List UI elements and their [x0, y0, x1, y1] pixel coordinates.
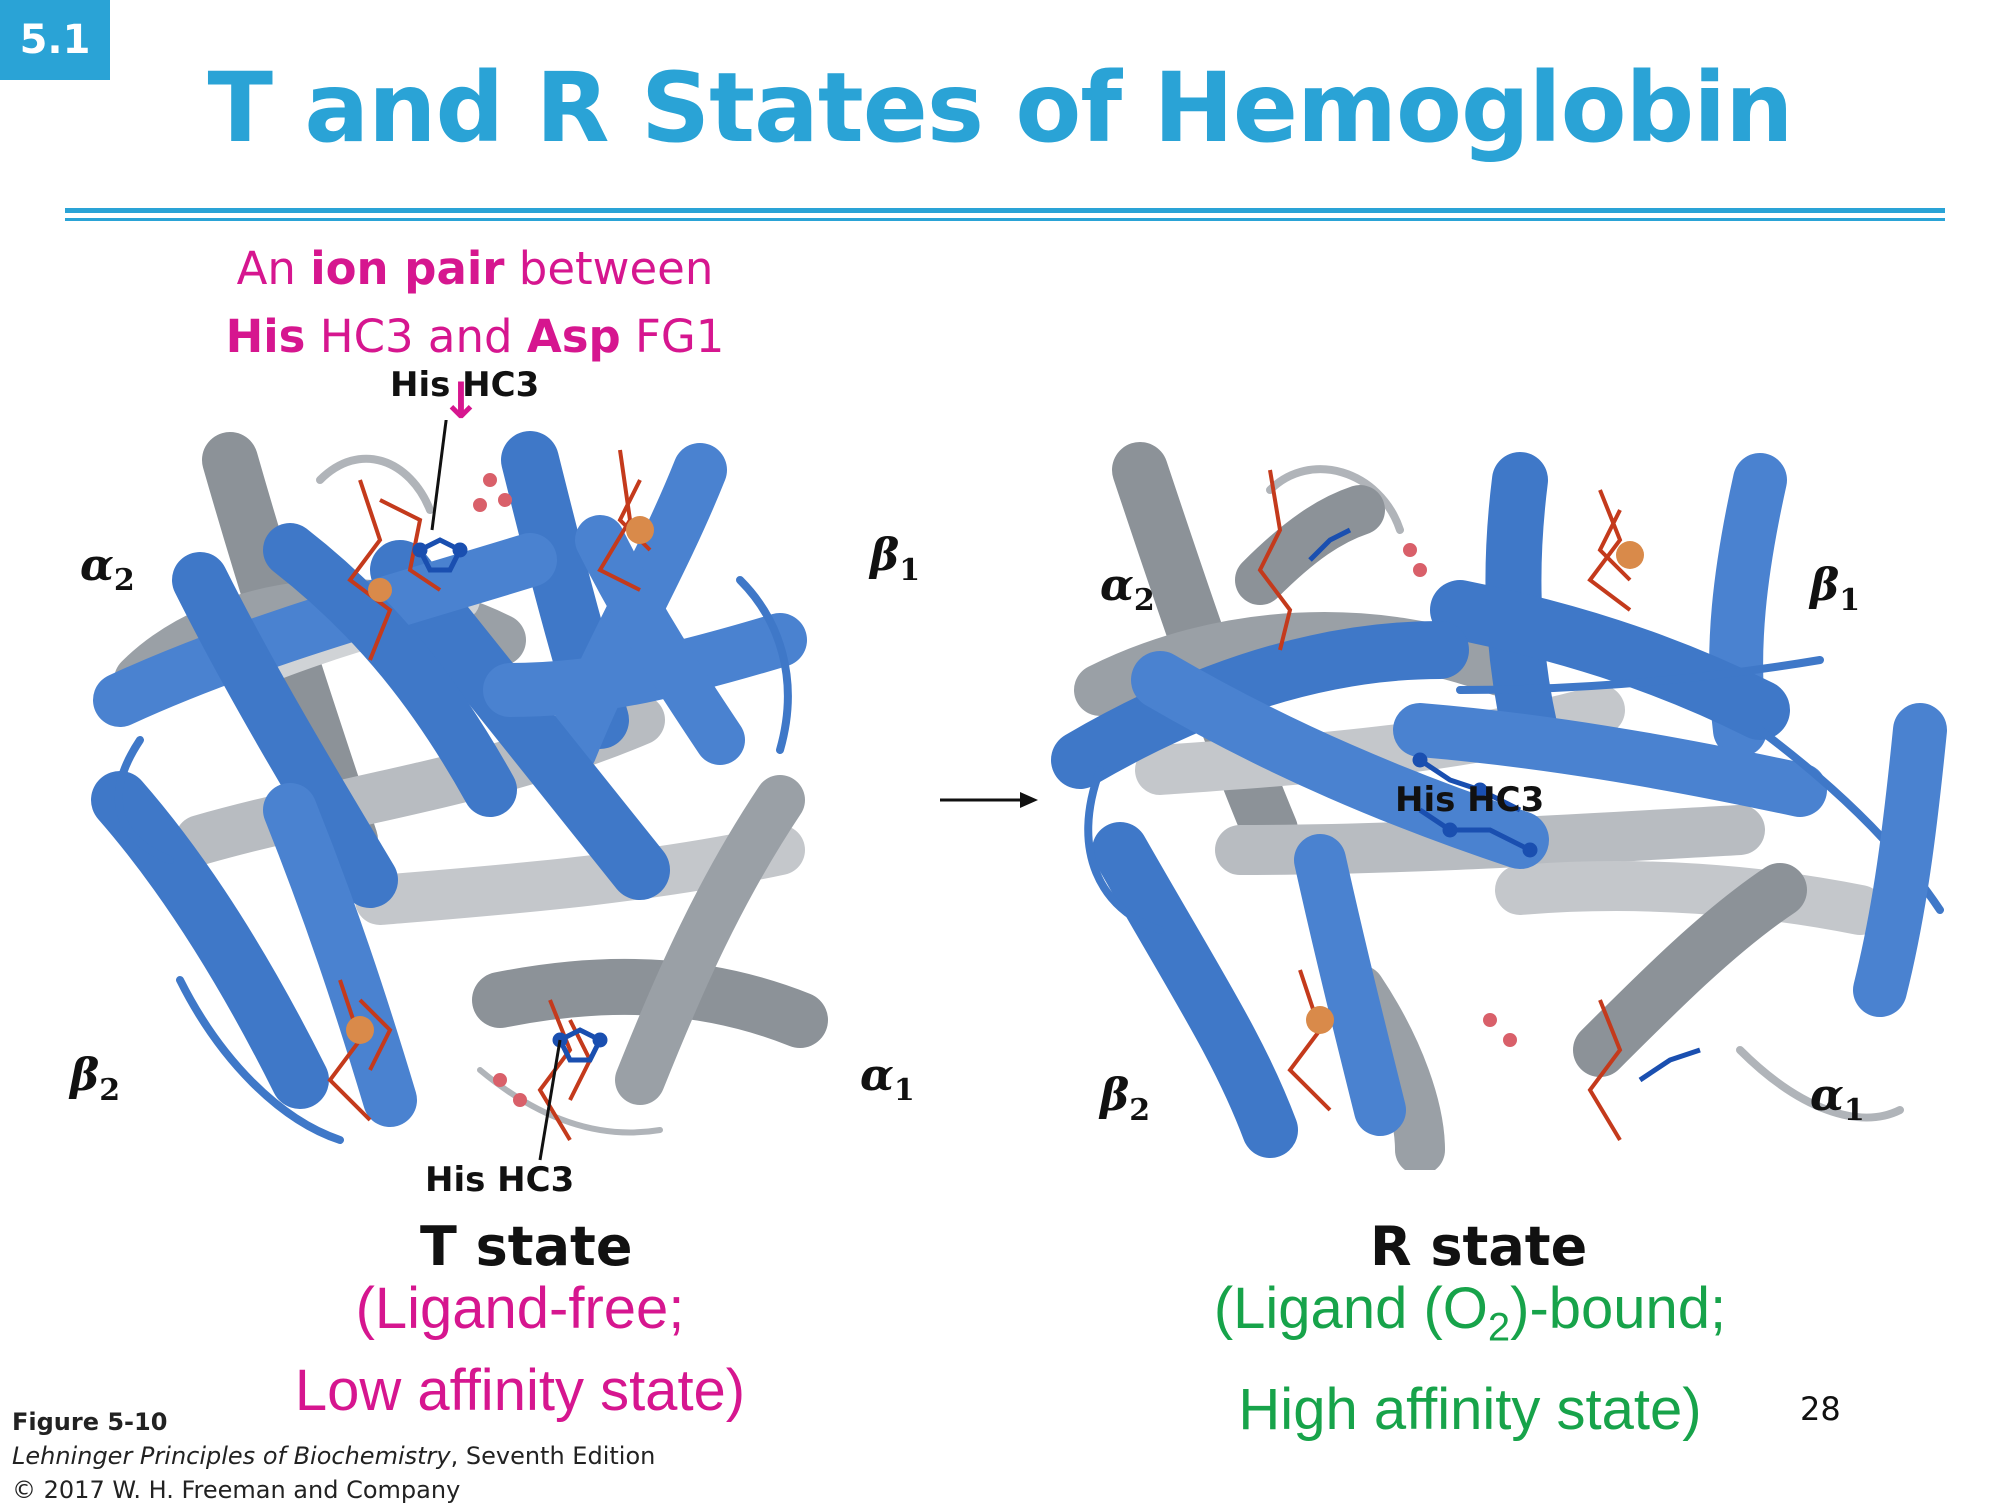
callout-text: between: [504, 242, 714, 295]
r-state-description: (Ligand (O2)-bound; High affinity state): [1120, 1268, 1820, 1451]
title-divider: [65, 208, 1945, 213]
figure-caption: Figure 5-10 Lehninger Principles of Bioc…: [12, 1405, 655, 1507]
r-state-desc-line-1: (Ligand (O2)-bound;: [1120, 1268, 1820, 1369]
callout-line-2: His HC3 and Asp FG1: [190, 303, 760, 371]
subunit-beta2-label: β2: [70, 1050, 121, 1108]
t-state-ribbon-illustration: [91, 389, 828, 1161]
callout-bold-asp: Asp: [526, 310, 621, 363]
callout-text: FG1: [620, 310, 725, 363]
book-edition: , Seventh Edition: [450, 1442, 656, 1470]
transition-arrow-icon: [940, 792, 1038, 808]
r-desc-subscript: 2: [1487, 1305, 1511, 1350]
r-desc-text: )-bound;: [1510, 1276, 1727, 1341]
title-divider-thin: [65, 218, 1945, 221]
r-state-ribbon-illustration: [1051, 442, 1947, 1175]
ion-pair-callout: An ion pair between His HC3 and Asp FG1: [190, 235, 760, 371]
his-hc3-label-top: His HC3: [390, 365, 540, 405]
book-title: Lehninger Principles of Biochemistry: [12, 1442, 451, 1470]
iron-atoms: [346, 516, 654, 1044]
r-state-desc-line-2: High affinity state): [1238, 1376, 1702, 1442]
copyright: © 2017 W. H. Freeman and Company: [12, 1476, 461, 1504]
t-state-desc-line-2: Low affinity state): [294, 1358, 746, 1423]
t-state-description: (Ligand-free; Low affinity state): [190, 1268, 850, 1432]
t-state-desc-line-1: (Ligand-free;: [355, 1276, 685, 1341]
his-hc3-label-bottom: His HC3: [425, 1160, 575, 1200]
page-number: 28: [1800, 1390, 1841, 1428]
callout-text: An: [236, 242, 311, 295]
subunit-beta2-label: β2: [1100, 1070, 1151, 1128]
callout-line-1: An ion pair between: [190, 235, 760, 303]
t-state-title: T state: [420, 1215, 633, 1278]
subunit-alpha2-label: α2: [1100, 560, 1155, 618]
subunit-beta1-label: β1: [870, 530, 921, 588]
figure-number: Figure 5-10: [12, 1408, 168, 1436]
subunit-beta1-label: β1: [1810, 560, 1861, 618]
callout-bold-ion-pair: ion pair: [310, 242, 505, 295]
iron-atoms: [1306, 541, 1644, 1034]
his-pointer-top: [430, 389, 452, 531]
asp-side-chains: [473, 473, 527, 1107]
subunit-alpha1-label: α1: [860, 1050, 915, 1108]
r-state-structure: His HC3 α2 β1 β2 α1: [1040, 430, 1960, 1175]
callout-text: HC3 and: [305, 310, 527, 363]
t-state-structure: His HC3 His HC3 α2 β1 β2 α1: [70, 365, 960, 1200]
subunit-alpha2-label: α2: [80, 540, 135, 598]
section-badge: 5.1: [0, 0, 110, 80]
r-state-title: R state: [1370, 1215, 1588, 1278]
subunit-alpha1-label: α1: [1810, 1070, 1865, 1128]
r-desc-text: (Ligand (O: [1213, 1276, 1488, 1341]
slide-title: T and R States of Hemoglobin: [207, 52, 1793, 164]
his-pointer-bottom: [538, 1039, 562, 1161]
his-hc3-label: His HC3: [1395, 780, 1545, 820]
book-citation: Lehninger Principles of Biochemistry, Se…: [12, 1439, 655, 1473]
callout-bold-his: His: [225, 310, 306, 363]
